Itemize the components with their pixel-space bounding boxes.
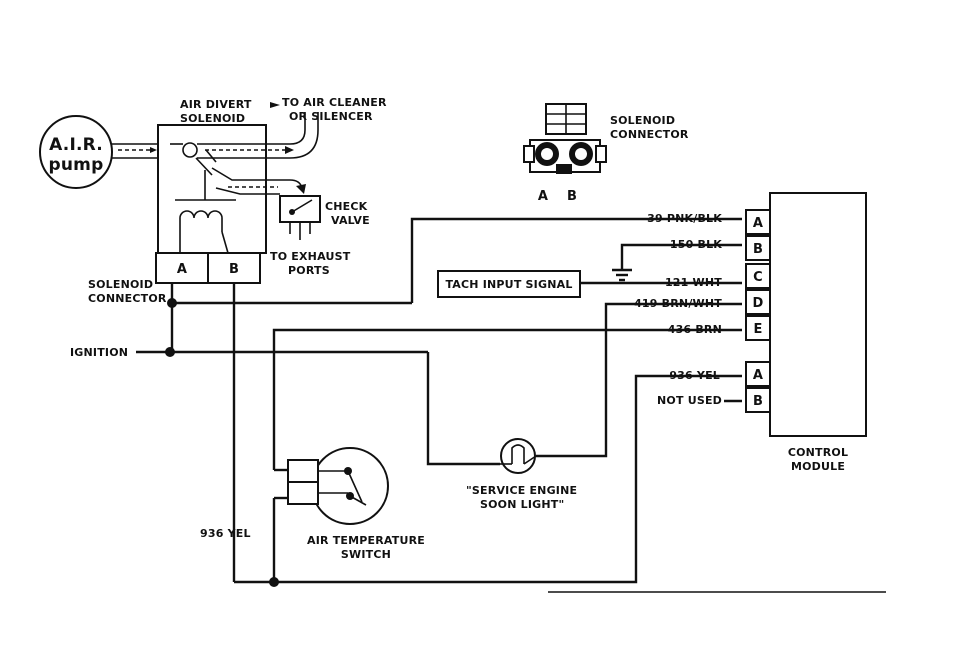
solenoid-pin-b: B [229,262,239,277]
check-valve: CHECK VALVE [279,195,370,240]
air-temperature-switch [274,447,389,525]
wire-label-blk: 150 BLK [670,238,722,251]
air-temp-switch-label-1: AIR TEMPERATURE [307,534,425,547]
solenoid-title-1: AIR DIVERT [180,98,252,111]
module-label-1: CONTROL [788,446,848,459]
tach-input-box: TACH INPUT SIGNAL [437,270,581,298]
to-exhaust-label-2: PORTS [288,264,330,277]
inset-pin-b: B [567,189,577,204]
wire-label-pnk-blk: 39 PNK/BLK [647,212,722,225]
check-valve-label-1: CHECK [325,200,368,213]
solenoid-connector: A B [155,252,261,284]
air-pump-label-2: pump [49,155,104,175]
module-pin-upper-a: A [753,216,763,231]
service-light-label-2: SOON LIGHT" [480,498,564,511]
module-pin-upper-e: E [753,322,762,337]
to-air-cleaner-label-2: OR SILENCER [289,110,373,123]
to-exhaust-label-1: TO EXHAUST [270,250,351,263]
wiring [136,217,886,593]
module-label-2: MODULE [791,460,845,473]
solenoid-connector-label-2: CONNECTOR [88,292,167,305]
inset-pin-a: A [538,189,548,204]
air-pump-label-1: A.I.R. [49,135,103,155]
wire-label-not-used: NOT USED [657,394,722,407]
inset-label-2: CONNECTOR [610,128,689,141]
module-pin-upper-d: D [753,296,764,311]
to-air-cleaner-label-1: TO AIR CLEANER [282,96,387,109]
inset-label-1: SOLENOID [610,114,675,127]
module-pin-upper-c: C [753,270,763,285]
junction-dots [165,298,279,587]
check-valve-label-2: VALVE [331,214,370,227]
tach-input-label: TACH INPUT SIGNAL [445,278,572,291]
service-light-label-1: "SERVICE ENGINE [466,484,577,497]
control-module: A B C D E A B [745,192,867,437]
solenoid-connector-inset: A B [523,103,607,204]
air-temp-switch-label-2: SWITCH [341,548,391,561]
wire-label-yel-right: 936 YEL [669,369,720,382]
module-pin-lower-a: A [753,368,763,383]
solenoid-title-2: SOLENOID [180,112,245,125]
wire-label-wht: 121 WHT [665,276,722,289]
wire-label-brn: 436 BRN [668,323,722,336]
wire-label-yel-left: 936 YEL [200,527,251,540]
ignition-label: IGNITION [70,346,128,359]
air-pump: A.I.R. pump [39,115,113,189]
solenoid-pin-a: A [177,262,187,277]
wire-label-brn-wht: 419 BRN/WHT [634,297,722,310]
solenoid-connector-label-1: SOLENOID [88,278,153,291]
module-pin-upper-b: B [753,242,763,257]
service-engine-soon-light [500,438,537,474]
module-pin-lower-b: B [753,394,763,409]
